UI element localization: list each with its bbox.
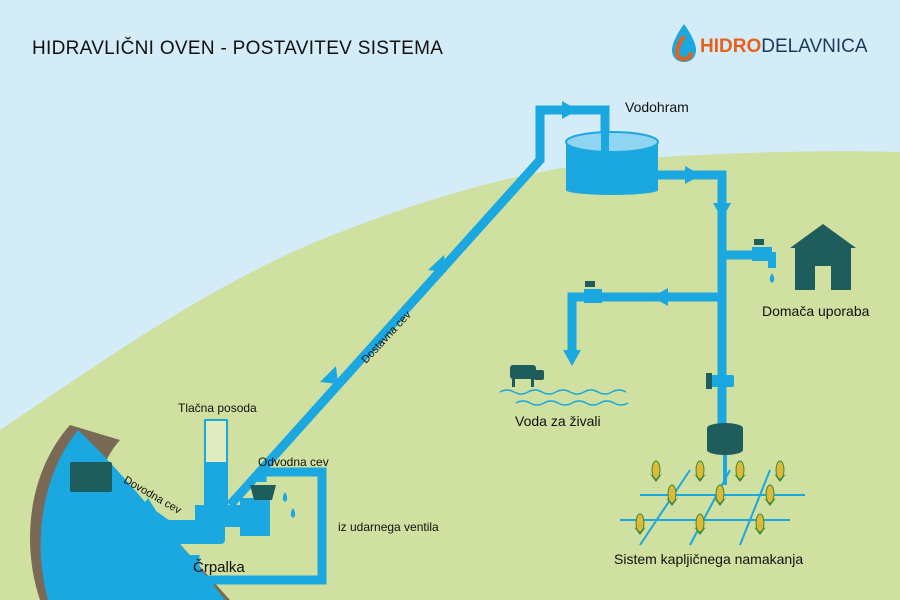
logo-drop-icon	[672, 24, 696, 62]
label-domaca-uporaba: Domača uporaba	[762, 303, 870, 319]
logo-part1: HIDRO	[700, 36, 761, 57]
filter-canister	[707, 423, 743, 485]
label-vodohram: Vodohram	[625, 99, 689, 115]
house-icon	[790, 224, 856, 290]
logo-text: HIDRODELAVNICA	[700, 36, 868, 57]
pipes	[102, 105, 770, 585]
intake-box	[70, 462, 112, 492]
label-crpalka: Črpalka	[193, 559, 245, 576]
waste-valve	[250, 485, 296, 530]
label-namakanje: Sistem kapljičnega namakanja	[614, 551, 803, 567]
flow-arrows	[141, 101, 731, 514]
label-odvodna-cev: Odvodna cev	[258, 455, 329, 469]
water-waves	[499, 389, 629, 406]
logo-part2: DELAVNICA	[761, 36, 868, 57]
label-tlacna-posoda: Tlačna posoda	[178, 401, 257, 415]
page-title: HIDRAVLIČNI OVEN - POSTAVITEV SISTEMA	[32, 37, 443, 59]
label-voda-za-zivali: Voda za živali	[515, 413, 601, 429]
label-iz-udarnega-ventila: iz udarnega ventila	[338, 520, 439, 534]
water-tank	[565, 131, 659, 195]
valve-icon	[706, 373, 734, 389]
faucet-icon-animals	[584, 281, 602, 303]
corn-plants	[634, 460, 786, 535]
cow-icon	[510, 365, 544, 387]
faucet-icon	[752, 239, 776, 283]
